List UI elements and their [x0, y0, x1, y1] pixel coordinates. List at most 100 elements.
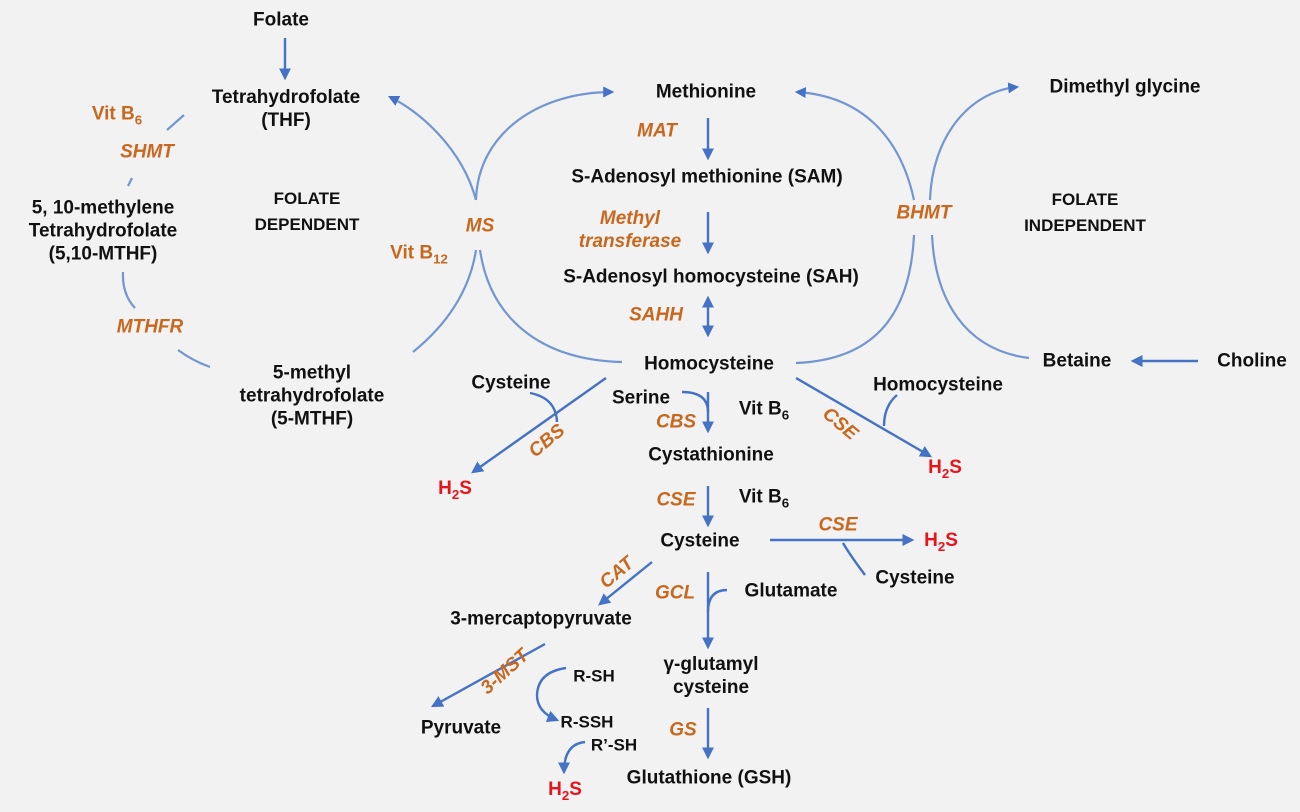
enzyme-ms: MS [465, 215, 495, 237]
vit-label: Vit B [738, 486, 782, 508]
hook-serine [681, 390, 710, 413]
h2s-h: H [928, 457, 942, 479]
enzyme-cse-center: CSE [656, 489, 696, 511]
node-r-sh: R-SH [573, 666, 615, 686]
vit-b6-cse: Vit B6 [739, 486, 789, 515]
thf-line-2: (THF) [261, 110, 311, 131]
curve-bhmt-to-methionine [794, 87, 916, 201]
mthf5-line-2: tetrahydrofolate [239, 385, 385, 407]
enzyme-sahh: SAHH [629, 304, 683, 326]
curve-shmt-lower [127, 177, 133, 187]
node-sam: S-Adenosyl methionine (SAM) [571, 166, 843, 188]
enzyme-mthfr: MTHFR [116, 316, 184, 338]
arrow-cysteine-mercaptopyruvate [598, 561, 653, 606]
node-methionine: Methionine [655, 81, 757, 103]
hook-rsh [535, 666, 567, 723]
region-indep-line-1: FOLATE [1051, 190, 1119, 209]
hook-glutamate [706, 588, 728, 613]
vit-b6-shmt: Vit B6 [92, 103, 142, 132]
curve-ms-to-thf [388, 96, 478, 201]
curve-mthfr [121, 271, 136, 309]
node-tetrahydrofolate: Tetrahydrofolate (THF) [212, 86, 361, 132]
h2s-s: S [949, 457, 962, 479]
node-cysteine-left: Cysteine [471, 372, 551, 394]
enzyme-gs: GS [669, 719, 697, 741]
node-r-prime-sh: R’-SH [590, 735, 638, 755]
curve-5mthf-to-ms [412, 249, 478, 353]
region-indep-line-2: INDEPENDENT [1024, 216, 1146, 235]
vit-sub: 6 [781, 495, 790, 511]
arrow-homocysteine-h2s-right [795, 376, 933, 458]
mthf510-line-3: (5,10-MTHF) [48, 243, 158, 265]
h2s-s: S [459, 478, 472, 500]
node-glutamate: Glutamate [744, 580, 838, 602]
node-cysteine-right: Cysteine [875, 567, 955, 589]
enzyme-cbs-center: CBS [655, 411, 697, 433]
node-gamma-glutamyl-cysteine: γ-glutamyl cysteine [663, 653, 758, 699]
h2s-sub: 2 [561, 787, 570, 803]
vit-sub: 6 [134, 112, 143, 128]
vit-b12-ms: Vit B12 [390, 242, 448, 271]
h2s-cbs: H2S [438, 478, 472, 502]
node-folate: Folate [253, 9, 309, 31]
h2s-cse-cysteine: H2S [924, 530, 958, 554]
mthf510-line-2: Tetrahydrofolate [28, 220, 178, 242]
node-sah: S-Adenosyl homocysteine (SAH) [563, 266, 859, 288]
enzyme-methyltransferase: Methyl transferase [579, 207, 681, 253]
node-betaine: Betaine [1042, 350, 1112, 372]
h2s-s: S [569, 779, 582, 801]
curve-mthfr-lower [177, 349, 211, 369]
methyl-line-1: Methyl [599, 208, 661, 229]
curve-ms-to-methionine [474, 86, 615, 201]
hook-homocysteine-right [882, 394, 898, 427]
region-folate-dependent: FOLATE DEPENDENT [255, 186, 360, 238]
region-dep-line-2: DEPENDENT [254, 215, 360, 234]
enzyme-shmt: SHMT [120, 141, 174, 163]
curve-betaine-to-bhmt [930, 234, 1030, 360]
vit-sub: 12 [433, 251, 448, 267]
h2s-3-mst: H2S [548, 779, 582, 803]
mthf510-line-1: 5, 10-methylene [31, 197, 175, 219]
hook-cysteine-right [841, 542, 866, 576]
curve-homocysteine-to-ms [478, 249, 623, 364]
h2s-s: S [945, 530, 958, 552]
node-5-10-mthf: 5, 10-methylene Tetrahydrofolate (5,10-M… [29, 197, 178, 266]
h2s-h: H [924, 530, 938, 552]
region-dep-line-1: FOLATE [273, 189, 341, 208]
curve-bhmt-to-homocysteine [795, 234, 916, 365]
h2s-sub: 2 [451, 486, 460, 502]
node-homocysteine: Homocysteine [644, 353, 774, 375]
node-pyruvate: Pyruvate [420, 717, 502, 739]
hook-cysteine-left [529, 391, 559, 423]
node-cystathionine: Cystathionine [648, 444, 774, 466]
methyl-line-2: transferase [578, 231, 682, 252]
node-homocysteine-right: Homocysteine [873, 374, 1003, 396]
enzyme-bhmt: BHMT [896, 202, 952, 224]
node-choline: Choline [1217, 350, 1287, 372]
h2s-h: H [548, 779, 562, 801]
curve-bhmt-to-dmg [928, 82, 1020, 201]
node-serine: Serine [611, 387, 671, 409]
node-3-mercaptopyruvate: 3-mercaptopyruvate [450, 608, 632, 630]
region-folate-independent: FOLATE INDEPENDENT [1024, 187, 1146, 239]
gamma-line-2: cysteine [672, 677, 750, 698]
curve-shmt [166, 114, 185, 131]
vit-label: Vit B [390, 242, 434, 264]
arrow-mercaptopyruvate-pyruvate [430, 642, 546, 708]
node-5-mthf: 5-methyl tetrahydrofolate (5-MTHF) [240, 362, 385, 431]
node-cysteine: Cysteine [660, 530, 740, 552]
gamma-line-1: γ-glutamyl [663, 654, 759, 675]
vit-label: Vit B [91, 103, 135, 125]
mthf5-line-1: 5-methyl [272, 362, 352, 384]
vit-sub: 6 [781, 407, 790, 423]
node-glutathione: Glutathione (GSH) [626, 767, 792, 789]
node-dimethyl-glycine: Dimethyl glycine [1049, 76, 1201, 98]
vit-label: Vit B [738, 398, 782, 420]
vit-b6-cbs: Vit B6 [739, 398, 789, 427]
h2s-sub: 2 [941, 465, 950, 481]
h2s-cse-homocysteine: H2S [928, 457, 962, 481]
node-r-ssh: R-SSH [560, 712, 614, 732]
h2s-sub: 2 [937, 538, 946, 554]
